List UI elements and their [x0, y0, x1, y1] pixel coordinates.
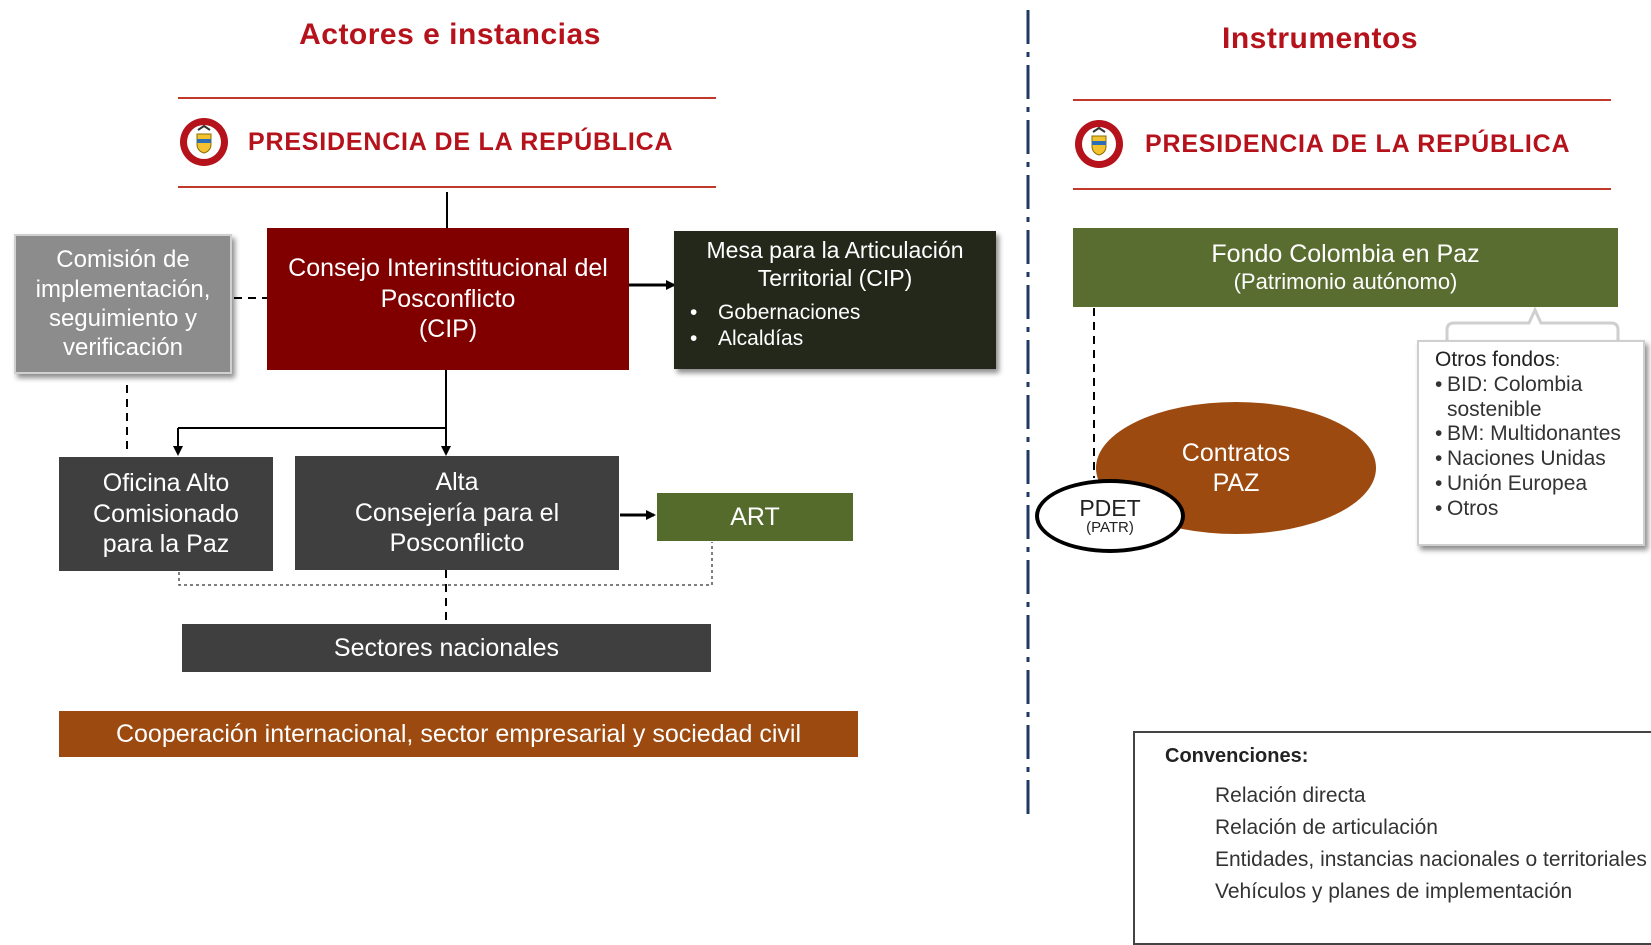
fondo-line-1: Fondo Colombia en Paz	[1211, 239, 1480, 268]
mesa-list: Gobernaciones Alcaldías	[688, 300, 860, 353]
left-presidency-header: PRESIDENCIA DE LA REPÚBLICA	[178, 112, 718, 172]
left-presidency-bottom-rule	[178, 186, 716, 188]
mesa-box: Mesa para la Articulación Territorial (C…	[674, 231, 996, 369]
otros-fondos-title: Otros fondos:	[1435, 348, 1631, 373]
cooperacion-label: Cooperación internacional, sector empres…	[115, 719, 802, 748]
alta-line-3: Posconflicto	[389, 529, 525, 558]
list-item: BM: Multidonantes	[1435, 422, 1631, 447]
art-label: ART	[730, 502, 780, 531]
comision-label: Comisión de implementación, seguimiento …	[35, 246, 211, 362]
legend-articulation-label: Relación de articulación	[1215, 816, 1438, 839]
otros-fondos-title-colon: :	[1555, 351, 1560, 370]
colombia-coat-of-arms-icon	[180, 118, 228, 166]
list-item: Alcaldías	[688, 326, 860, 353]
right-section-title: Instrumentos	[1221, 22, 1419, 55]
otros-fondos-list: BID: Colombia sostenible BM: Multidonant…	[1435, 373, 1631, 522]
pdet-label: PDET	[1079, 494, 1141, 521]
right-presidency-label: PRESIDENCIA DE LA REPÚBLICA	[1145, 129, 1571, 158]
list-item: Otros	[1435, 497, 1631, 522]
otros-fondos-title-text: Otros fondos	[1435, 348, 1556, 371]
art-box: ART	[657, 493, 853, 541]
mesa-title-line-1: Mesa para la Articulación	[706, 237, 964, 263]
cooperacion-bar: Cooperación internacional, sector empres…	[59, 711, 858, 757]
mesa-title: Mesa para la Articulación Territorial (C…	[688, 237, 982, 292]
right-presidency-header: PRESIDENCIA DE LA REPÚBLICA	[1073, 114, 1623, 174]
contratos-line-2: PAZ	[1212, 469, 1260, 497]
list-item: Unión Europea	[1435, 472, 1631, 497]
fondo-line-2: (Patrimonio autónomo)	[1233, 269, 1458, 295]
consejo-line-3: (CIP)	[418, 315, 478, 344]
list-item: BID: Colombia sostenible	[1435, 373, 1631, 423]
colombia-coat-of-arms-icon	[1075, 120, 1123, 168]
alta-box: Alta Consejería para el Posconflicto	[295, 456, 619, 570]
list-item: Gobernaciones	[688, 300, 860, 327]
otros-fondos-box: Otros fondos: BID: Colombia sostenible B…	[1417, 340, 1645, 546]
legend-entities-label: Entidades, instancias nacionales o terri…	[1215, 848, 1647, 871]
otros-fondos-bracket	[1445, 306, 1620, 340]
consejo-box: Consejo Interinstitucional del Posconfli…	[267, 228, 629, 370]
alta-line-1: Alta	[435, 468, 479, 497]
left-presidency-label: PRESIDENCIA DE LA REPÚBLICA	[248, 127, 674, 156]
legend-row-direct: Relación directa	[1153, 780, 1651, 812]
oficina-line-2: Comisionado	[93, 499, 239, 528]
legend-row-articulation: Relación de articulación	[1153, 812, 1651, 844]
pdet-ellipse: PDET (PATR)	[1035, 479, 1185, 553]
legend-title: Convenciones:	[1165, 745, 1309, 767]
contratos-line-1: Contratos	[1181, 439, 1291, 467]
fondo-box: Fondo Colombia en Paz (Patrimonio autóno…	[1073, 228, 1618, 307]
alta-line-2: Consejería para el	[354, 498, 560, 527]
legend-row-vehicles: Vehículos y planes de implementación	[1153, 876, 1651, 908]
dotted-articulation-loop	[178, 542, 713, 586]
legend-box: Convenciones: Relación directa Relación …	[1133, 731, 1651, 945]
contratos-paz-ellipse: Contratos PAZ	[1096, 402, 1376, 534]
oficina-line-1: Oficina Alto	[102, 469, 230, 498]
list-item: Naciones Unidas	[1435, 447, 1631, 472]
comision-box: Comisión de implementación, seguimiento …	[14, 234, 232, 374]
oficina-line-3: para la Paz	[102, 530, 230, 559]
right-presidency-top-rule	[1073, 99, 1611, 101]
consejo-line-2: Posconflicto	[380, 284, 516, 313]
legend-row-entities: Entidades, instancias nacionales o terri…	[1153, 844, 1651, 876]
pdet-sublabel: (PATR)	[1086, 518, 1134, 536]
left-section-title: Actores e instancias	[299, 18, 601, 51]
sectores-label: Sectores nacionales	[333, 633, 560, 662]
sectores-box: Sectores nacionales	[182, 624, 711, 672]
oficina-box: Oficina Alto Comisionado para la Paz	[59, 457, 273, 571]
left-presidency-top-rule	[178, 97, 716, 99]
legend-vehicles-label: Vehículos y planes de implementación	[1215, 880, 1573, 903]
legend-direct-label: Relación directa	[1215, 784, 1366, 807]
right-presidency-bottom-rule	[1073, 188, 1611, 190]
mesa-title-line-2: Territorial (CIP)	[757, 264, 913, 291]
consejo-line-1: Consejo Interinstitucional del	[288, 254, 608, 283]
